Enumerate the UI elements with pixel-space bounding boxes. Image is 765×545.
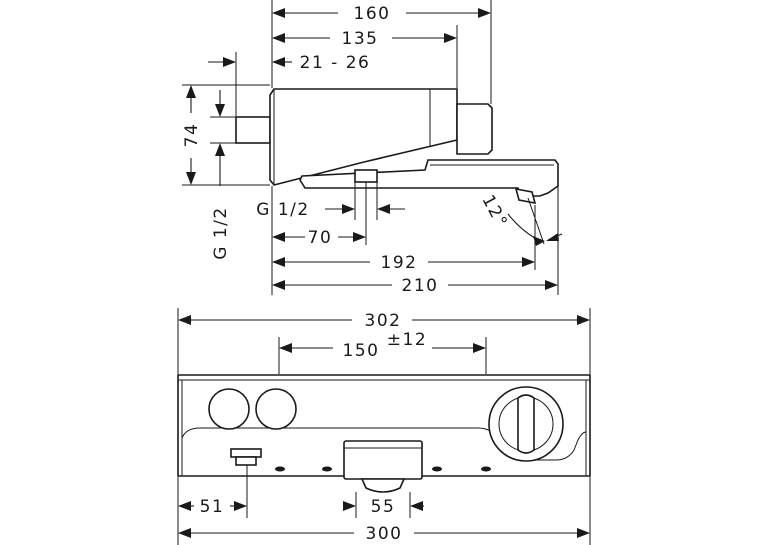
front-view: 302 150 ±12 51 55 300 xyxy=(177,308,591,545)
inlet-button-left xyxy=(208,388,250,430)
dim-label-135: 135 xyxy=(342,29,379,49)
side-knob xyxy=(456,103,493,155)
dim-label-70: 70 xyxy=(308,228,333,248)
dim-label-210: 210 xyxy=(402,276,439,296)
dim-label-55: 55 xyxy=(371,497,396,517)
dim-label-tolerance: ±12 xyxy=(387,330,427,350)
knob-grip xyxy=(517,394,535,454)
center-outlet xyxy=(343,440,423,480)
dim-label-74: 74 xyxy=(182,123,202,148)
dim-label-outlet-thread: G 1/2 xyxy=(256,200,309,220)
dim-label-192: 192 xyxy=(381,253,418,273)
dim-label-inlet-thread: G 1/2 xyxy=(211,206,231,259)
inlet-button-right xyxy=(255,388,297,430)
dim-label-150: 150 xyxy=(343,341,380,361)
dim-label-300: 300 xyxy=(366,524,403,544)
wall-connector xyxy=(235,116,271,144)
side-view: 160 135 21 - 26 74 G 1/2 xyxy=(182,0,563,296)
thermostat-body xyxy=(269,88,458,186)
left-outlet xyxy=(230,448,262,458)
dim-label-51: 51 xyxy=(200,497,225,517)
dim-label-angle: 12° xyxy=(477,192,511,232)
dim-label-160: 160 xyxy=(354,4,391,24)
dim-label-21-26: 21 - 26 xyxy=(300,53,371,73)
bottom-outlet xyxy=(354,169,378,183)
dim-label-302: 302 xyxy=(365,311,402,331)
spout xyxy=(514,187,537,205)
